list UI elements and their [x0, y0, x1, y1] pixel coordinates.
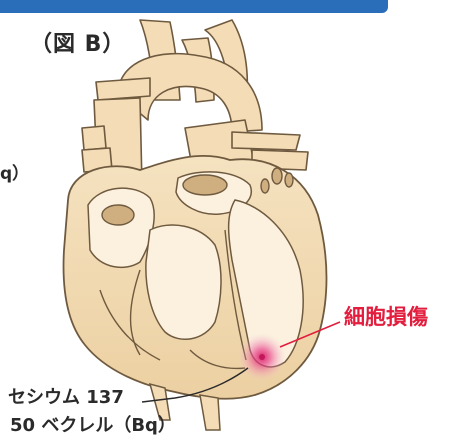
- cropped-side-label: q）: [0, 159, 29, 184]
- source-isotope-label: セシウム 137: [8, 383, 124, 409]
- cell-damage-label: 細胞損傷: [344, 301, 428, 331]
- figure-label: （図 B）: [30, 26, 125, 58]
- source-activity-label: 50 ベクレル（Bq）: [10, 411, 176, 437]
